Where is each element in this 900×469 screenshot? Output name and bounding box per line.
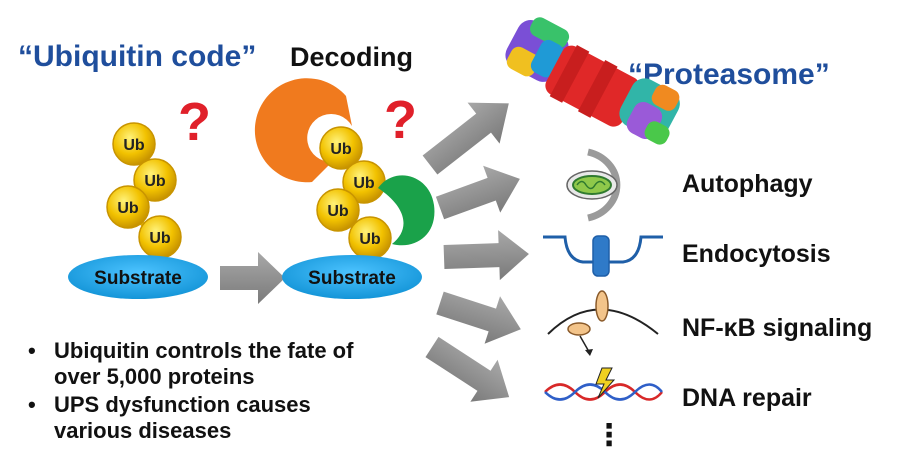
bullet-list: • Ubiquitin controls the fate of over 5,…: [28, 338, 353, 444]
ub-circle: Ub: [133, 158, 177, 202]
ub-label: Ub: [144, 173, 166, 190]
bullet-item: • Ubiquitin controls the fate of over 5,…: [28, 338, 353, 390]
bullet-line: various diseases: [54, 418, 232, 443]
ub-label: Ub: [330, 141, 352, 158]
autophagy-label: Autophagy: [682, 170, 813, 198]
bullet-marker: •: [28, 338, 36, 363]
ub-chain-middle: Ub Ub Ub Ub: [254, 78, 435, 260]
ub-reader-green: [378, 175, 435, 246]
ub-reader-orange: [254, 78, 352, 183]
fate-arrows: [422, 102, 529, 402]
arrow-to-proteasome: [422, 102, 509, 175]
arrow-to-nfkb: [436, 291, 521, 344]
ub-label: Ub: [117, 200, 139, 217]
endocytosis-label: Endocytosis: [682, 240, 831, 268]
bullet-line: over 5,000 proteins: [54, 364, 255, 389]
substrate-label-left: Substrate: [94, 268, 182, 289]
arrow-to-dna-repair: [425, 336, 510, 402]
bullet-item: • UPS dysfunction causes various disease…: [28, 392, 353, 444]
substrate-left: Substrate: [68, 255, 208, 299]
nfkb-signaling-label: NF-κB signaling: [682, 314, 873, 342]
ub-circle: Ub: [138, 215, 182, 259]
dna-repair-icon: [544, 367, 663, 401]
nfkb-signaling-icon: [547, 290, 659, 356]
decoding-title: Decoding: [290, 42, 414, 72]
bullet-marker: •: [28, 392, 36, 417]
ub-label: Ub: [149, 230, 171, 247]
ub-circle: Ub: [106, 185, 150, 229]
dna-repair-label: DNA repair: [682, 384, 812, 412]
autophagy-icon: [566, 148, 621, 222]
arrow-to-autophagy: [435, 165, 520, 220]
ub-circle: Ub: [112, 122, 156, 166]
ubiquitin-code-title: “Ubiquitin code”: [18, 40, 257, 73]
more-fates-ellipsis: ⋮: [594, 419, 624, 452]
ub-circle: Ub: [316, 188, 360, 232]
ub-chain-left: Ub Ub Ub Ub: [106, 122, 182, 259]
substrate-label-middle: Substrate: [308, 268, 396, 289]
bullet-line: Ubiquitin controls the fate of: [54, 338, 354, 363]
arrow-to-endocytosis: [443, 230, 529, 281]
question-mark-left: ?: [178, 92, 211, 152]
ub-circle: Ub: [319, 126, 363, 170]
ub-label: Ub: [123, 137, 145, 154]
question-mark-middle: ?: [384, 90, 417, 150]
ub-circle: Ub: [348, 216, 392, 260]
proteasome-structure-image: [505, 17, 680, 145]
ub-label: Ub: [359, 231, 381, 248]
ub-circle: Ub: [342, 160, 386, 204]
arrow-to-decoding: [220, 252, 285, 304]
bullet-line: UPS dysfunction causes: [54, 392, 311, 417]
substrate-middle: Substrate: [282, 255, 422, 299]
ub-label: Ub: [327, 203, 349, 220]
ub-label: Ub: [353, 175, 375, 192]
endocytosis-icon: [543, 235, 663, 277]
